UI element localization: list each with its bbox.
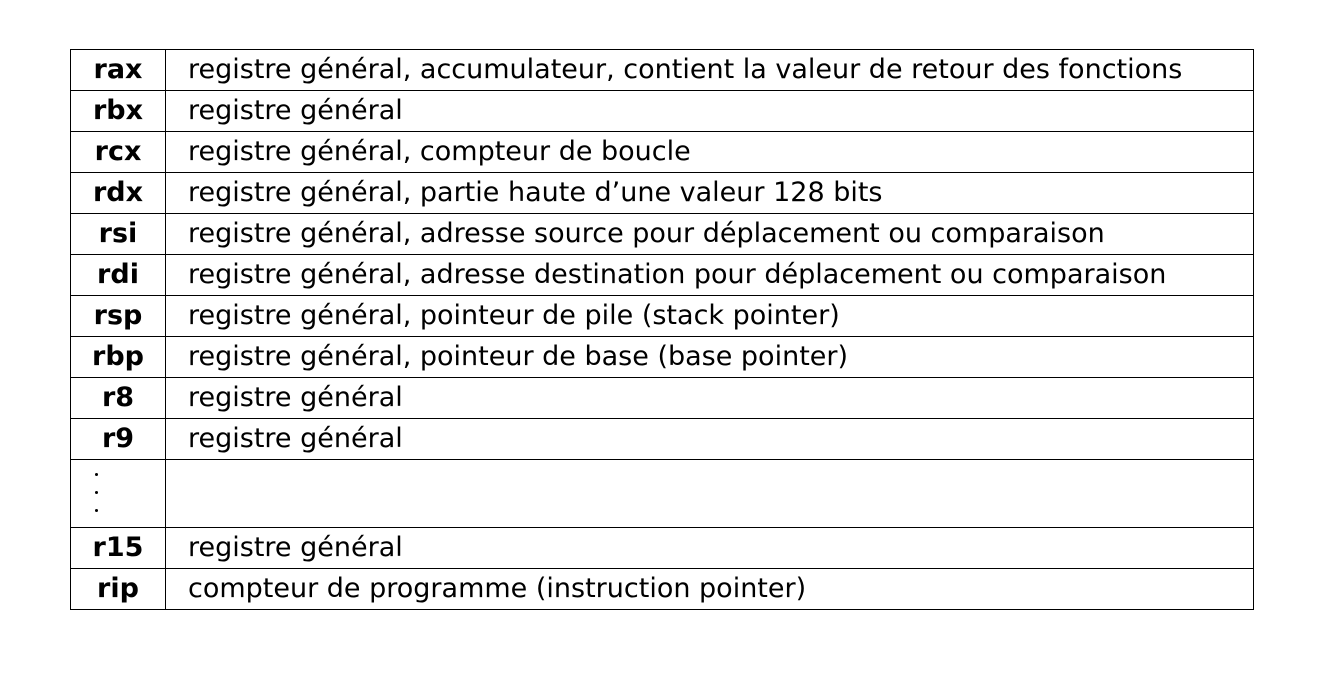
vertical-ellipsis xyxy=(70,459,166,528)
vertical-dots-icon xyxy=(95,469,99,519)
table-row: rbx registre général xyxy=(70,90,1254,132)
empty-description xyxy=(165,459,1254,528)
table-row: rbp registre général, pointeur de base (… xyxy=(70,336,1254,378)
register-name: rdi xyxy=(70,254,166,296)
register-name: rax xyxy=(70,49,166,91)
register-description: registre général, adresse destination po… xyxy=(165,254,1254,296)
table-row: rip compteur de programme (instruction p… xyxy=(70,568,1254,610)
table-row: r9 registre général xyxy=(70,418,1254,460)
register-name: rdx xyxy=(70,172,166,214)
table-row: rdx registre général, partie haute d’une… xyxy=(70,172,1254,214)
table-row: rdi registre général, adresse destinatio… xyxy=(70,254,1254,296)
register-name: r15 xyxy=(70,527,166,569)
register-description: registre général, pointeur de pile (stac… xyxy=(165,295,1254,337)
table-row: rsp registre général, pointeur de pile (… xyxy=(70,295,1254,337)
register-name: rip xyxy=(70,568,166,610)
table-row: rax registre général, accumulateur, cont… xyxy=(70,49,1254,91)
table-row: r8 registre général xyxy=(70,377,1254,419)
register-description: registre général, pointeur de base (base… xyxy=(165,336,1254,378)
register-description: registre général, partie haute d’une val… xyxy=(165,172,1254,214)
register-name: rbx xyxy=(70,90,166,132)
register-name: r9 xyxy=(70,418,166,460)
ellipsis-row xyxy=(70,459,1254,528)
register-description: registre général xyxy=(165,377,1254,419)
register-description: registre général xyxy=(165,418,1254,460)
registers-table: rax registre général, accumulateur, cont… xyxy=(70,49,1254,610)
register-name: rsp xyxy=(70,295,166,337)
table-row: r15 registre général xyxy=(70,527,1254,569)
register-description: registre général, compteur de boucle xyxy=(165,131,1254,173)
register-name: rsi xyxy=(70,213,166,255)
register-description: registre général, accumulateur, contient… xyxy=(165,49,1254,91)
register-name: rcx xyxy=(70,131,166,173)
register-name: rbp xyxy=(70,336,166,378)
register-description: registre général, adresse source pour dé… xyxy=(165,213,1254,255)
register-description: compteur de programme (instruction point… xyxy=(165,568,1254,610)
register-description: registre général xyxy=(165,90,1254,132)
table-row: rsi registre général, adresse source pou… xyxy=(70,213,1254,255)
table-row: rcx registre général, compteur de boucle xyxy=(70,131,1254,173)
register-description: registre général xyxy=(165,527,1254,569)
register-name: r8 xyxy=(70,377,166,419)
